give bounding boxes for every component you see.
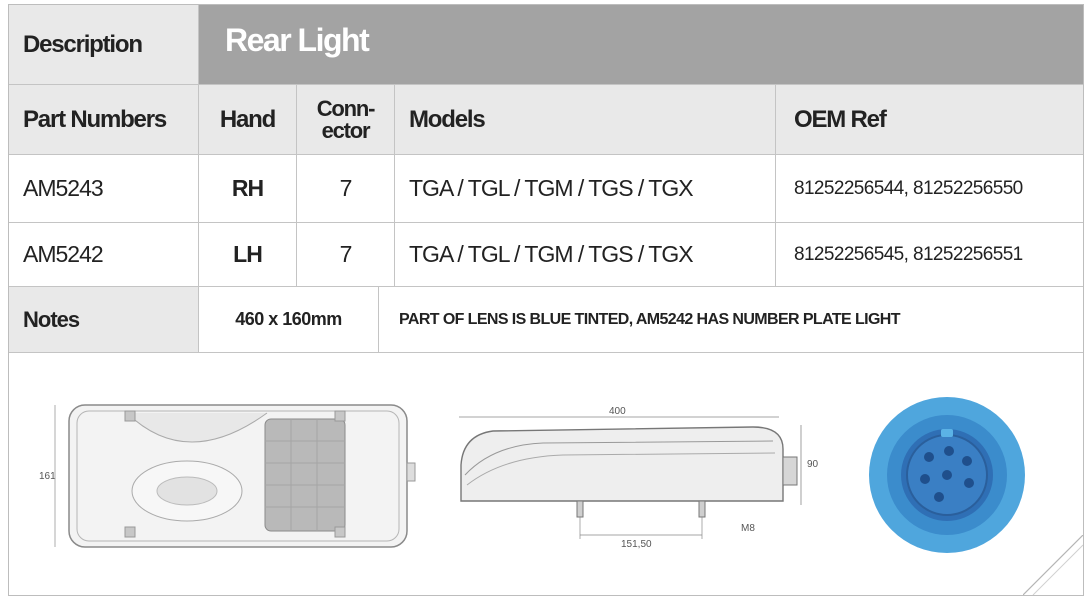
table-row: AM5243 RH 7 TGA / TGL / TGM / TGS / TGX … xyxy=(9,155,1083,223)
front-height-dim: 161 xyxy=(39,471,56,482)
header-models: Models xyxy=(395,85,776,154)
header-oem-ref: OEM Ref xyxy=(776,85,1083,154)
connector-image xyxy=(869,397,1025,553)
page-fold-corner xyxy=(1023,535,1083,595)
side-width-dim: 400 xyxy=(609,406,626,417)
models-cell: TGA / TGL / TGM / TGS / TGX xyxy=(395,223,776,286)
header-connector-line2: ector xyxy=(321,117,371,143)
stud-spacing-dim: 151,50 xyxy=(621,539,652,550)
description-row: Description Rear Light xyxy=(9,5,1083,85)
drawings-area: 161 400 90 xyxy=(9,353,1083,595)
table-row: AM5242 LH 7 TGA / TGL / TGM / TGS / TGX … xyxy=(9,223,1083,287)
description-label: Description xyxy=(9,5,199,84)
header-part-numbers: Part Numbers xyxy=(9,85,199,154)
product-title: Rear Light xyxy=(199,5,1083,84)
notes-text: PART OF LENS IS BLUE TINTED, AM5242 HAS … xyxy=(399,310,901,328)
lamp-front-drawing: 161 xyxy=(39,404,416,548)
thread-size-label: M8 xyxy=(741,523,755,534)
oem-ref-cell: 81252256544, 81252256550 xyxy=(794,177,1023,199)
notes-size: 460 x 160mm xyxy=(199,287,379,352)
oem-ref-cell: 81252256545, 81252256551 xyxy=(794,243,1023,265)
part-number-cell: AM5243 xyxy=(9,155,199,222)
lamp-side-drawing: 400 90 151,50 M8 xyxy=(459,406,819,550)
table-header-row: Part Numbers Hand Conn- ector Models OEM… xyxy=(9,85,1083,155)
connector-cell: 7 xyxy=(297,155,395,222)
hand-cell: RH xyxy=(199,155,297,222)
header-connector-line1: Conn- xyxy=(316,95,376,121)
product-sheet: Description Rear Light Part Numbers Hand… xyxy=(8,4,1084,596)
notes-label: Notes xyxy=(9,287,199,352)
models-cell: TGA / TGL / TGM / TGS / TGX xyxy=(395,155,776,222)
header-hand: Hand xyxy=(199,85,297,154)
header-connector: Conn- ector xyxy=(297,85,395,154)
connector-cell: 7 xyxy=(297,223,395,286)
part-number-cell: AM5242 xyxy=(9,223,199,286)
side-height-dim: 90 xyxy=(807,459,819,470)
hand-cell: LH xyxy=(199,223,297,286)
notes-row: Notes 460 x 160mm PART OF LENS IS BLUE T… xyxy=(9,287,1083,353)
